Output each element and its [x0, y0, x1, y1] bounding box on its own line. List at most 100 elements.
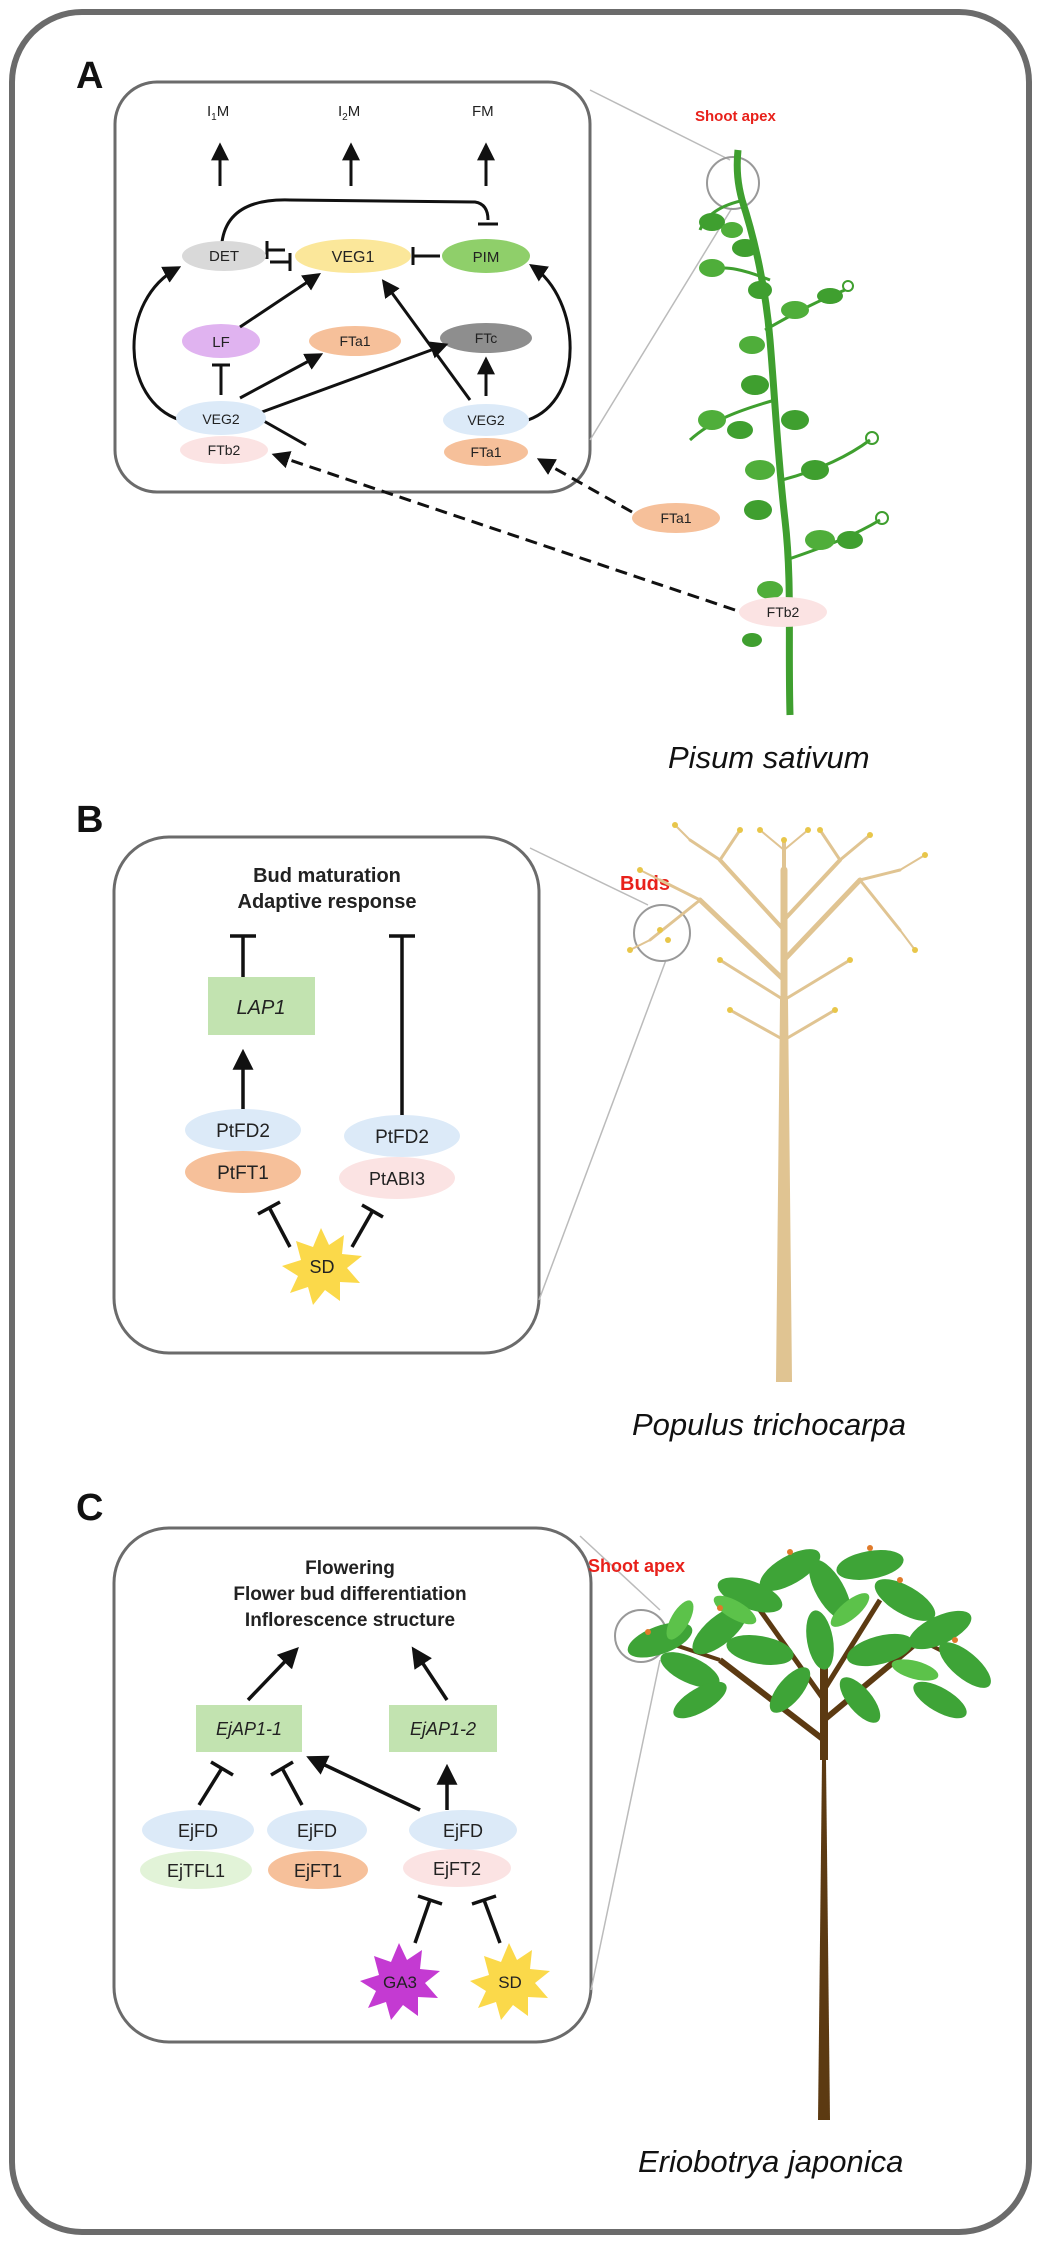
species-b: Populus trichocarpa — [632, 1407, 906, 1442]
species-c: Eriobotrya japonica — [638, 2144, 903, 2179]
node-ptfd2-right — [344, 1115, 460, 1157]
star-sd-c-label: SD — [498, 1973, 522, 1992]
node-ejft2-label: EjFT2 — [433, 1859, 481, 1879]
star-sd-c — [470, 1943, 550, 2020]
node-ejfd-1 — [142, 1810, 254, 1850]
output-c-line2: Flower bud differentiation — [233, 1584, 466, 1605]
inhibit-ejtfl1-ejap11 — [197, 1767, 224, 1806]
node-lf — [182, 324, 260, 358]
node-lf-label: LF — [212, 334, 230, 351]
node-det — [182, 241, 266, 271]
output-b-line2: Adaptive response — [238, 891, 417, 913]
node-ejtfl1-label: EjTFL1 — [167, 1861, 225, 1881]
node-veg2-right — [443, 404, 529, 436]
gene-box-ejap1-1-label: EjAP1-1 — [216, 1719, 282, 1739]
star-ga3-label: GA3 — [383, 1973, 417, 1992]
node-ejft1 — [268, 1851, 368, 1889]
loquat-tree-illustration — [627, 1545, 991, 2120]
panel-a: A I1M I2M FM DET VEG1 PIM LF — [76, 55, 889, 775]
inhibit-sd-ptabi3 — [350, 1211, 374, 1248]
panel-c-box — [112, 1526, 593, 2044]
zoom-line-c-top — [579, 1535, 661, 1611]
inhibit-sd-ptft1 — [268, 1208, 292, 1248]
node-ejft1-label: EjFT1 — [294, 1861, 342, 1881]
node-det-label: DET — [209, 248, 239, 265]
output-c-line3: Inflorescence structure — [245, 1610, 455, 1631]
panel-b-letter: B — [76, 799, 103, 841]
arrow-ejap11-output — [246, 1646, 299, 1702]
arrow-veg2r-veg1 — [381, 279, 472, 401]
panel-a-letter: A — [76, 55, 103, 97]
node-pim — [442, 239, 530, 273]
arrow-veg2-det — [132, 266, 182, 422]
node-veg2-right-label: VEG2 — [467, 412, 505, 428]
shoot-apex-label-a: Shoot apex — [695, 108, 777, 125]
output-fm: FM — [472, 103, 494, 120]
node-veg1 — [295, 239, 411, 273]
node-ftb2-left-label: FTb2 — [208, 442, 241, 458]
arrow-veg2-fta1 — [239, 353, 324, 400]
node-fta1-leaf-label: FTa1 — [660, 510, 691, 526]
output-i2m: I2M — [338, 103, 360, 123]
node-ftc — [440, 323, 532, 353]
panel-b-box — [112, 835, 541, 1355]
node-ejfd-2 — [267, 1810, 367, 1850]
gene-box-lap1 — [208, 977, 315, 1035]
gene-box-ejap1-2-label: EjAP1-2 — [410, 1719, 476, 1739]
node-fta1-mid-label: FTa1 — [339, 333, 370, 349]
zoom-line-a-bottom — [589, 207, 733, 441]
gene-box-ejap1-1 — [196, 1705, 302, 1752]
node-veg1-label: VEG1 — [332, 249, 375, 266]
node-ptft1-label: PtFT1 — [217, 1163, 269, 1184]
node-ptft1 — [185, 1151, 301, 1193]
node-pim-label: PIM — [473, 249, 500, 266]
node-veg2-left-label: VEG2 — [202, 411, 240, 427]
zoom-circle-a — [706, 156, 760, 210]
arrow-ejft2-ejap11 — [306, 1755, 421, 1812]
star-sd-b-label: SD — [309, 1257, 334, 1277]
link-veg2-right — [261, 418, 307, 447]
output-i1m: I1M — [207, 103, 229, 123]
panel-c-letter: C — [76, 1487, 103, 1529]
node-fta1-mid — [309, 326, 401, 356]
zoom-line-b-top — [529, 847, 649, 906]
arrow-veg2r-pim — [527, 263, 572, 422]
inhibit-ga3-ejft2 — [413, 1899, 432, 1944]
star-ga3 — [360, 1943, 440, 2020]
node-ejft2 — [403, 1849, 511, 1887]
arrow-veg2-ftc — [261, 341, 449, 414]
node-ptabi3-label: PtABI3 — [369, 1169, 425, 1189]
node-ejtfl1 — [140, 1851, 252, 1889]
buds-label: Buds — [620, 873, 670, 895]
node-ptfd2-left-label: PtFD2 — [216, 1121, 270, 1142]
output-b-line1: Bud maturation — [253, 865, 401, 887]
gene-box-ejap1-2 — [389, 1705, 497, 1752]
inhibit-sd-ejft2 — [482, 1899, 502, 1944]
node-fta1-right-label: FTa1 — [470, 444, 501, 460]
output-c-line1: Flowering — [305, 1558, 395, 1579]
node-ejfd-3-label: EjFD — [443, 1821, 483, 1841]
node-veg2-left — [176, 401, 266, 435]
node-ftb2-leaf-label: FTb2 — [767, 604, 800, 620]
node-ftb2-leaf — [739, 597, 827, 627]
gene-box-lap1-label: LAP1 — [237, 997, 286, 1019]
zoom-line-c-bottom — [590, 1659, 661, 1991]
node-ftb2-left — [180, 436, 268, 464]
node-ptabi3 — [339, 1157, 455, 1199]
poplar-tree-illustration — [629, 824, 926, 1382]
panel-c: C Flowering Flower bud differentiation I… — [76, 1487, 991, 2179]
species-a: Pisum sativum — [668, 740, 870, 775]
zoom-line-b-bottom — [538, 959, 667, 1301]
dashed-ftb2-signal — [271, 451, 736, 612]
inhibit-ejft1-ejap11 — [280, 1767, 304, 1806]
panel-b: B Bud maturation Adaptive response LAP1 … — [76, 799, 928, 1442]
poplar-buds — [627, 822, 928, 1013]
node-ptfd2-right-label: PtFD2 — [375, 1127, 429, 1148]
pea-plant-illustration — [688, 149, 889, 716]
panel-a-box — [113, 80, 592, 494]
node-ptfd2-left — [185, 1109, 301, 1151]
node-fta1-right — [444, 438, 528, 466]
node-fta1-leaf — [632, 503, 720, 533]
zoom-circle-b — [633, 904, 691, 962]
